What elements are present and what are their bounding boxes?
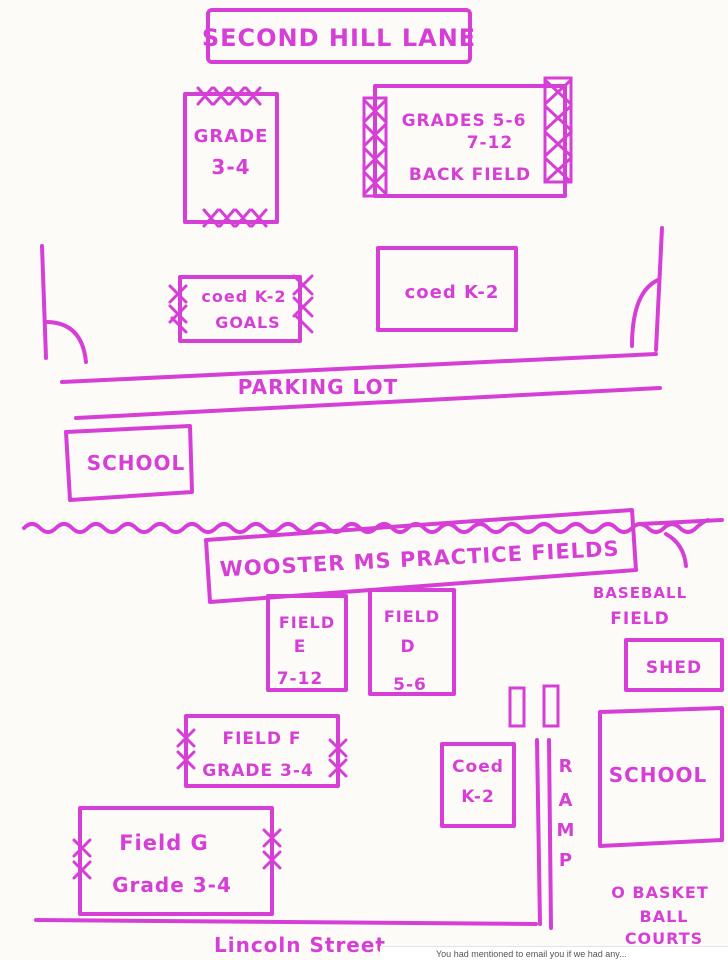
ramp-letter-p: P	[559, 850, 573, 871]
goal-hatch-g-left	[72, 838, 92, 880]
goal-hatch-left	[362, 98, 388, 196]
back-field-line3: BACK FIELD	[409, 165, 531, 185]
field-d	[368, 588, 456, 696]
goal-hatch-top	[196, 86, 262, 106]
underlying-email-snippet: You had mentioned to email you if we had…	[380, 946, 728, 960]
baseball-line2: FIELD	[610, 609, 670, 629]
goal-hatch-right-2	[292, 274, 314, 334]
second-hill-lane-label: SECOND HILL LANE	[202, 24, 476, 52]
back-field	[373, 84, 567, 198]
back-field-line1: GRADES 5-6	[402, 111, 527, 131]
baseball-field-outline	[638, 518, 724, 526]
left-boundary	[40, 244, 48, 360]
baseball-corner-arc	[664, 532, 688, 568]
school-top-outline	[64, 424, 194, 502]
right-boundary	[654, 226, 664, 352]
ramp-letter-m: M	[557, 820, 576, 841]
field-e-line1: FIELD	[279, 613, 335, 632]
second-hill-lane-box	[206, 8, 472, 64]
coed-k2-field	[376, 246, 518, 332]
lincoln-street-label: Lincoln Street	[214, 933, 386, 957]
parking-lot-label: PARKING LOT	[238, 375, 398, 399]
field-f-line1: FIELD F	[222, 729, 301, 749]
shed-label: SHED	[646, 658, 702, 678]
lincoln-street-line	[34, 918, 538, 926]
parking-line-bottom	[74, 386, 662, 420]
field-d-line1: FIELD	[384, 607, 440, 626]
ramp-letter-r: R	[559, 756, 574, 777]
grade-3-4-line2: 3-4	[211, 155, 250, 179]
school-bottom-label: SCHOOL	[609, 763, 708, 787]
field-g-line1: Field G	[119, 831, 209, 855]
field-e-line2: E	[294, 637, 307, 657]
school-bottom-outline	[598, 706, 724, 848]
goal-hatch-f-left	[176, 728, 196, 770]
ramp-letter-a: A	[559, 790, 574, 811]
parking-line-top	[60, 352, 658, 384]
ramp-line-left	[535, 738, 542, 926]
coed-goals-line2: GOALS	[215, 313, 280, 332]
goal-hatch-left-2	[168, 284, 188, 334]
goal-hatch-f-right	[328, 738, 348, 778]
field-g-line2: Grade 3-4	[112, 873, 232, 897]
courts-line1: O BASKET	[611, 883, 709, 902]
school-top-label: SCHOOL	[87, 451, 186, 475]
courts-line2: BALL	[640, 907, 689, 926]
ramp-post-left	[508, 686, 526, 728]
back-field-line2: 7-12	[467, 133, 514, 153]
baseball-line1: BASEBALL	[593, 584, 687, 602]
field-d-line2: D	[400, 637, 415, 657]
right-corner-arc	[630, 278, 660, 348]
left-corner-arc	[44, 320, 88, 364]
coed-k2-bottom-field	[440, 742, 516, 828]
field-f	[184, 714, 340, 788]
coed-k2-bottom-line1: Coed	[452, 757, 504, 777]
courts-line3: COURTS	[625, 929, 703, 948]
ramp-post-right	[542, 684, 560, 728]
field-g	[78, 806, 274, 916]
grade-3-4-line1: GRADE	[194, 126, 269, 147]
field-f-line2: GRADE 3-4	[202, 761, 314, 781]
shed-box	[624, 638, 724, 692]
goal-hatch-right	[543, 78, 573, 184]
field-d-line3: 5-6	[393, 675, 427, 695]
coed-goals-line1: coed K-2	[201, 287, 286, 306]
goal-hatch-bottom	[202, 208, 268, 228]
ramp-line-right	[547, 738, 553, 930]
section-divider	[22, 518, 710, 534]
coed-k2-label: coed K-2	[405, 282, 500, 303]
goal-hatch-g-right	[262, 828, 282, 870]
wooster-title-box	[204, 508, 638, 604]
field-e	[266, 594, 348, 692]
field-e-line3: 7-12	[277, 669, 324, 689]
coed-k2-bottom-line2: K-2	[461, 787, 495, 807]
